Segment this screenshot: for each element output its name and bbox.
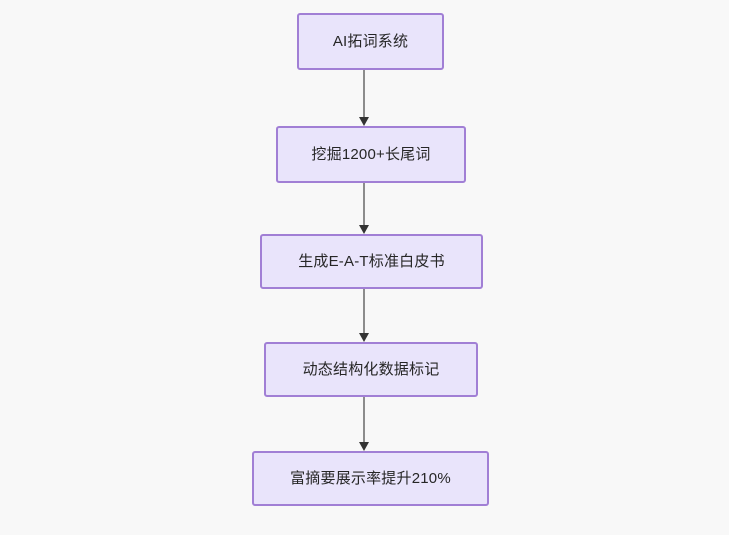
node-label: 挖掘1200+长尾词 — [311, 145, 431, 163]
flowchart-edge-arrow-2 — [354, 183, 374, 234]
node-label: AI拓词系统 — [332, 32, 409, 50]
flowchart-node-mine-longtail-keywords[interactable]: 挖掘1200+长尾词 — [276, 126, 466, 183]
node-label: 生成E-A-T标准白皮书 — [298, 252, 445, 270]
node-label: 富摘要展示率提升210% — [290, 469, 451, 487]
flowchart-node-ai-keyword-system[interactable]: AI拓词系统 — [297, 13, 444, 70]
flowchart-node-dynamic-structured-data-markup[interactable]: 动态结构化数据标记 — [264, 342, 478, 397]
node-label: 动态结构化数据标记 — [302, 360, 440, 378]
flowchart-edge-arrow-1 — [354, 70, 374, 126]
flowchart-node-rich-snippet-impression-lift[interactable]: 富摘要展示率提升210% — [252, 451, 489, 506]
flowchart-node-generate-eat-whitepaper[interactable]: 生成E-A-T标准白皮书 — [260, 234, 483, 289]
flowchart-edge-arrow-4 — [354, 397, 374, 451]
flowchart-edge-arrow-3 — [354, 289, 374, 342]
